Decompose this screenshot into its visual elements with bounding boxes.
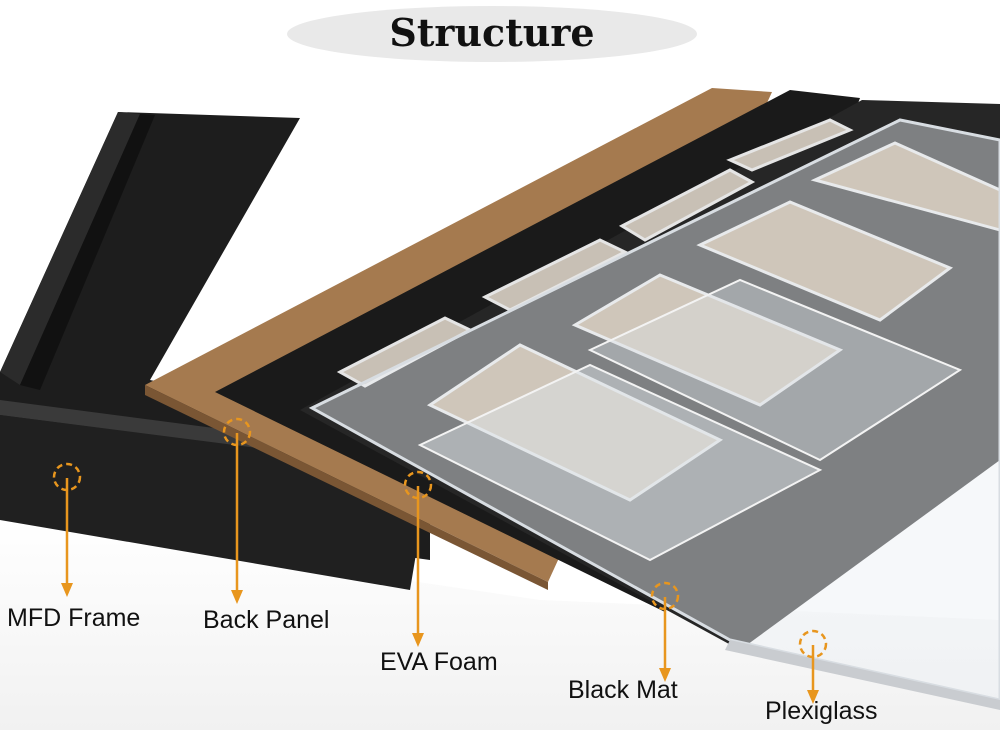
title-background bbox=[287, 6, 697, 62]
callout-mfd-frame bbox=[52, 462, 82, 585]
label-mfd-frame: MFD Frame bbox=[7, 604, 141, 632]
callout-eva-foam bbox=[403, 470, 433, 635]
label-black-mat: Black Mat bbox=[568, 676, 678, 704]
floor-shadow bbox=[0, 520, 1000, 730]
callouts bbox=[52, 417, 828, 692]
callout-black-mat bbox=[650, 581, 680, 670]
label-plexiglass: Plexiglass bbox=[765, 697, 878, 725]
label-eva-foam: EVA Foam bbox=[380, 648, 498, 676]
callout-back-panel bbox=[222, 417, 252, 592]
arrowheads bbox=[61, 583, 819, 704]
diagram-title: Structure bbox=[389, 10, 595, 55]
callout-plexiglass bbox=[798, 629, 828, 692]
mat-windows bbox=[336, 118, 1000, 502]
label-back-panel: Back Panel bbox=[203, 606, 330, 634]
